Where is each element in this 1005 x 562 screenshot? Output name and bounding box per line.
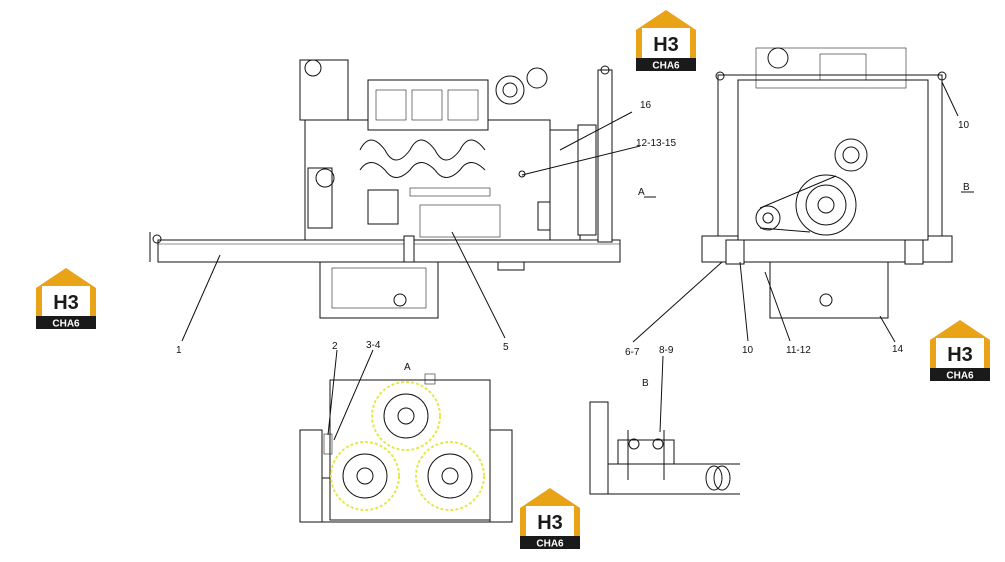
watermark-logo-left: H3 CHA6 xyxy=(36,268,96,330)
detail-b-post xyxy=(589,401,609,495)
callout-3-4: 3-4 xyxy=(366,340,381,351)
callout-10-top: 10 xyxy=(958,120,970,131)
starter xyxy=(307,167,333,229)
watermark-logo-right: H3 CHA6 xyxy=(930,320,990,382)
watermark-logo-top: H3 CHA6 xyxy=(636,10,696,72)
callout-16: 16 xyxy=(640,100,652,111)
front-view-engine xyxy=(701,47,953,319)
cylinder-head xyxy=(367,79,489,131)
crankshaft-pulley xyxy=(795,174,857,236)
detail-b xyxy=(589,401,740,495)
callout-1: 1 xyxy=(176,345,182,356)
callout-5: 5 xyxy=(503,342,509,353)
watermark-letters: H3 xyxy=(947,344,973,366)
detail-a xyxy=(299,373,513,523)
turbocharger xyxy=(495,75,525,105)
detail-title-a: A xyxy=(404,362,411,373)
engine-block xyxy=(304,119,551,241)
frame-rail xyxy=(157,239,621,263)
gear-top xyxy=(371,381,441,451)
watermark-letters: H3 xyxy=(53,292,79,314)
lifting-eye-front xyxy=(152,234,162,244)
watermark-letters: H3 xyxy=(653,34,679,56)
gear-left xyxy=(330,441,400,511)
alternator-pulley xyxy=(755,205,781,231)
callout-2: 2 xyxy=(332,341,338,352)
view-marker-b: B xyxy=(963,182,970,193)
callout-14: 14 xyxy=(892,344,904,355)
water-pump-pulley xyxy=(834,138,868,172)
leader-lines xyxy=(181,81,974,441)
gear-right xyxy=(415,441,485,511)
front-oil-pan xyxy=(769,261,889,319)
flywheel-housing xyxy=(549,129,581,241)
detail-title-b: B xyxy=(642,378,649,389)
front-mount xyxy=(367,189,399,225)
watermark-logo-bottom: H3 CHA6 xyxy=(520,488,580,550)
callout-10-bottom: 10 xyxy=(742,345,754,356)
callout-6-7: 6-7 xyxy=(625,347,640,358)
watermark-caption: CHA6 xyxy=(946,371,974,382)
air-intake xyxy=(299,59,349,121)
watermark-letters: H3 xyxy=(537,512,563,534)
view-marker-a: A xyxy=(638,187,645,198)
watermark-caption: CHA6 xyxy=(52,319,80,330)
callout-12-13-15: 12-13-15 xyxy=(636,138,676,149)
oil-pan xyxy=(319,261,439,319)
callout-8-9: 8-9 xyxy=(659,345,674,356)
side-view-engine xyxy=(149,59,621,319)
watermark-caption: CHA6 xyxy=(652,61,680,72)
watermark-caption: CHA6 xyxy=(536,539,564,550)
detail-b-mount xyxy=(617,439,675,465)
callout-11-12: 11-12 xyxy=(786,345,811,356)
